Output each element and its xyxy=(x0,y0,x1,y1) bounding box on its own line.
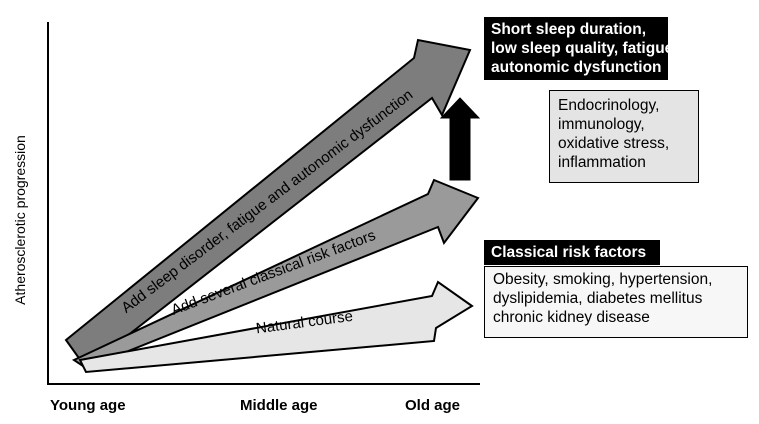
mechanisms-line: inflammation xyxy=(558,154,646,171)
mechanisms-line: Endocrinology, xyxy=(558,97,660,114)
x-tick-old: Old age xyxy=(405,397,461,414)
mechanisms-line: immunology, xyxy=(558,116,645,133)
sleep-factors-line: Short sleep duration, xyxy=(491,21,647,38)
sleep-factors-line: low sleep quality, fatigue, xyxy=(491,40,678,57)
classical-factors-box: Obesity, smoking, hypertension, dyslipid… xyxy=(484,266,748,338)
sleep-disorder-arrow xyxy=(64,38,472,370)
natural-course-arrow xyxy=(78,280,474,374)
classical-factors-title: Classical risk factors xyxy=(491,244,647,261)
x-tick-young: Young age xyxy=(50,397,126,414)
y-axis-label: Atherosclerotic progression xyxy=(12,135,28,305)
classical-factors-header: Classical risk factors xyxy=(484,240,660,265)
mechanisms-line: oxidative stress, xyxy=(558,135,670,152)
mechanisms-box: Endocrinology, immunology, oxidative str… xyxy=(549,90,699,183)
sleep-factors-header: Short sleep duration, low sleep quality,… xyxy=(484,17,678,80)
classical-factors-line: chronic kidney disease xyxy=(493,309,650,326)
classical-risk-arrow xyxy=(71,178,480,370)
classical-factors-line: dyslipidemia, diabetes mellitus xyxy=(493,290,703,307)
up-arrow xyxy=(439,97,481,181)
x-tick-middle: Middle age xyxy=(240,397,318,414)
sleep-factors-line: autonomic dysfunction xyxy=(491,59,662,76)
classical-factors-line: Obesity, smoking, hypertension, xyxy=(493,271,713,288)
